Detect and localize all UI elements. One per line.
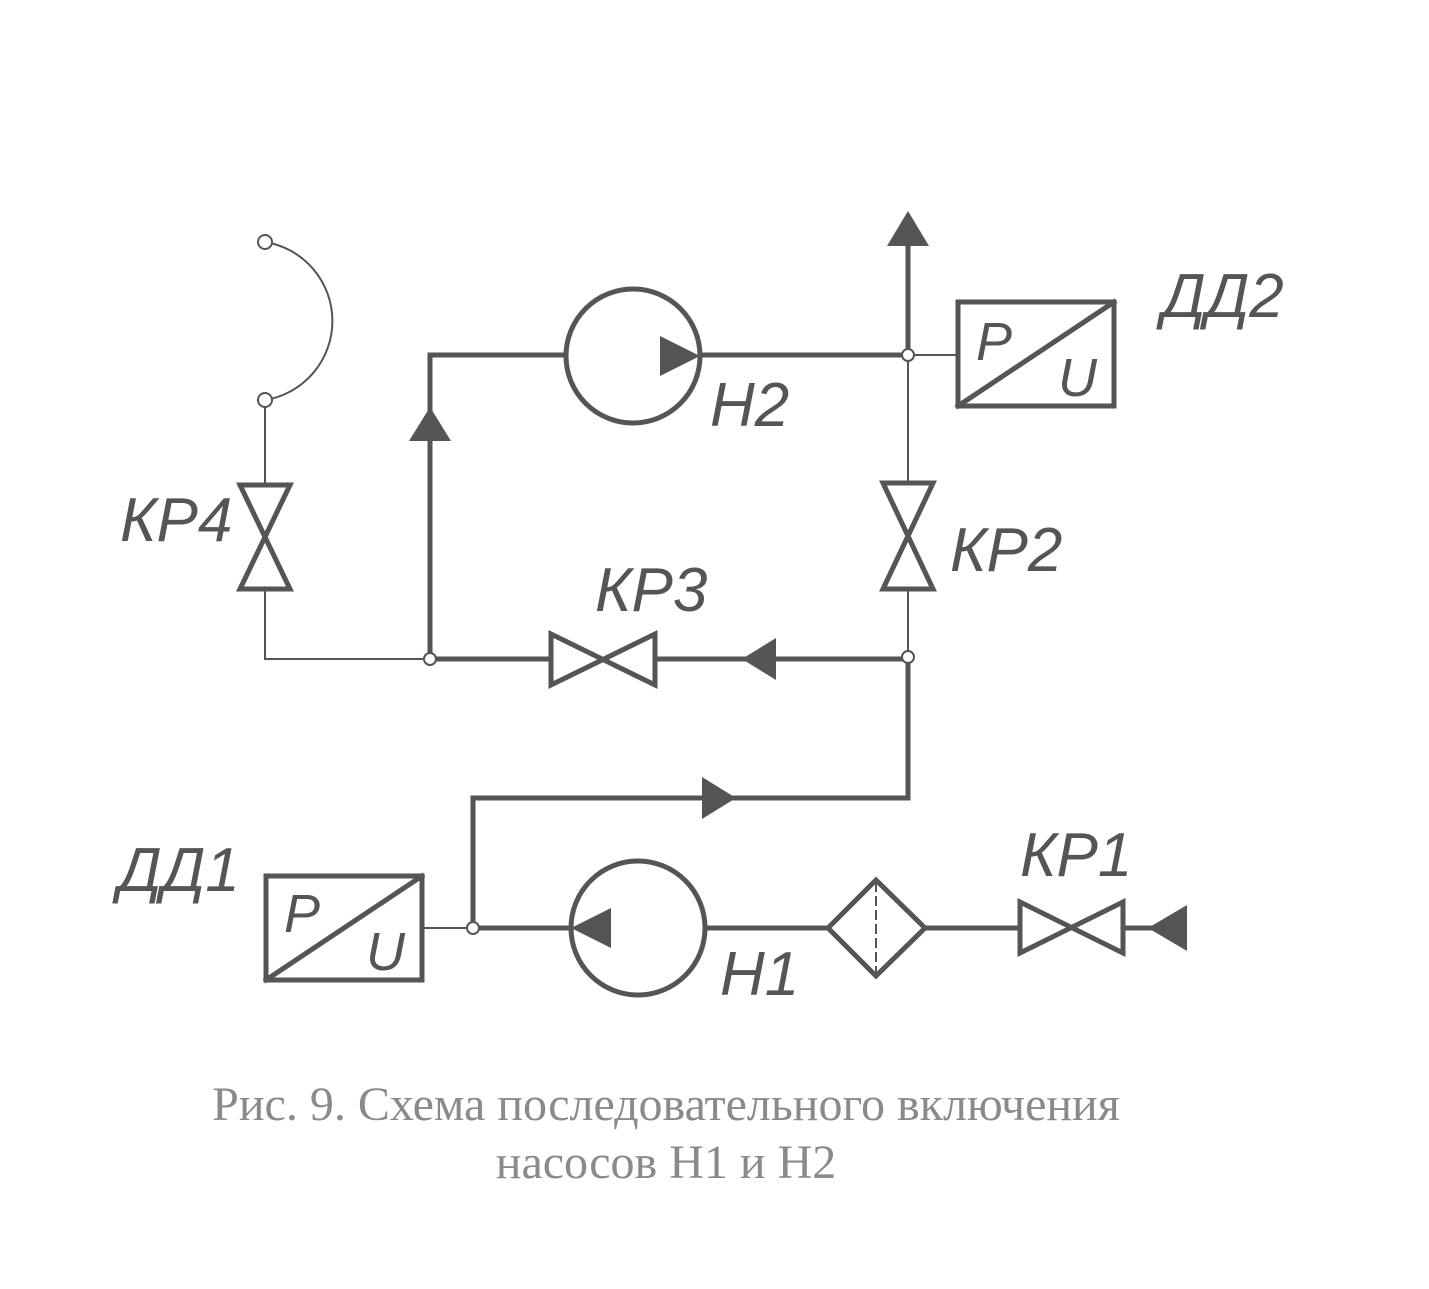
- label-kp4: КР4: [120, 486, 232, 555]
- dd2-p-letter: P: [976, 312, 1012, 372]
- filter-icon: [824, 876, 929, 980]
- label-kp1: КР1: [1020, 821, 1132, 890]
- outlet-arrow-up-icon: [887, 211, 929, 246]
- flow-arrow-left-icon: [742, 638, 776, 680]
- pump-h1-direction-icon: [571, 908, 611, 948]
- label-kp2: КР2: [950, 516, 1062, 585]
- label-dd2: ДД2: [1156, 262, 1284, 331]
- junction-nodes: [257, 234, 915, 935]
- valve-kp4-icon: [236, 482, 294, 592]
- label-h1: Н1: [720, 940, 799, 1009]
- dd1-u-letter: U: [366, 922, 406, 982]
- caption-line-2: насосов Н1 и Н2: [496, 1136, 836, 1189]
- valve-kp3-icon: [548, 629, 658, 690]
- gauge-connector-top: [257, 234, 273, 250]
- gauge-connector-bottom: [257, 392, 273, 408]
- main-pipelines: [427, 237, 1153, 931]
- inlet-arrow-left-icon: [1148, 905, 1187, 951]
- caption-line-1: Рис. 9. Схема последовательного включени…: [212, 1078, 1120, 1131]
- dd1-p-letter: P: [284, 884, 320, 944]
- auxiliary-lines: [263, 240, 959, 929]
- pipe-to-h2-inlet: [427, 352, 569, 662]
- label-kp3: КР3: [595, 556, 707, 625]
- junction-node-h2-outlet: [901, 348, 915, 362]
- gauge-hose-arc: [263, 240, 334, 402]
- dd2-u-letter: U: [1058, 348, 1098, 408]
- junction-node-h1-outlet: [466, 921, 480, 935]
- label-h2: Н2: [710, 371, 789, 440]
- junction-node-kp3-left: [423, 652, 437, 666]
- pipe-h1-to-junction: [470, 656, 911, 931]
- flow-arrow-up-icon: [409, 407, 451, 441]
- transducer-dd2-diagonal: [954, 298, 1118, 410]
- valve-kp1-icon: [1017, 897, 1126, 958]
- pump-h2-direction-icon: [660, 336, 700, 376]
- transducer-dd2-box: [955, 299, 1117, 409]
- valve-kp2-icon: [879, 480, 937, 592]
- transducer-dd1-box: [263, 873, 425, 983]
- junction-node-kp3-right: [901, 650, 915, 664]
- flow-arrow-right-icon: [702, 777, 736, 819]
- transducer-dd1-diagonal: [262, 872, 426, 984]
- label-dd1: ДД1: [112, 836, 240, 905]
